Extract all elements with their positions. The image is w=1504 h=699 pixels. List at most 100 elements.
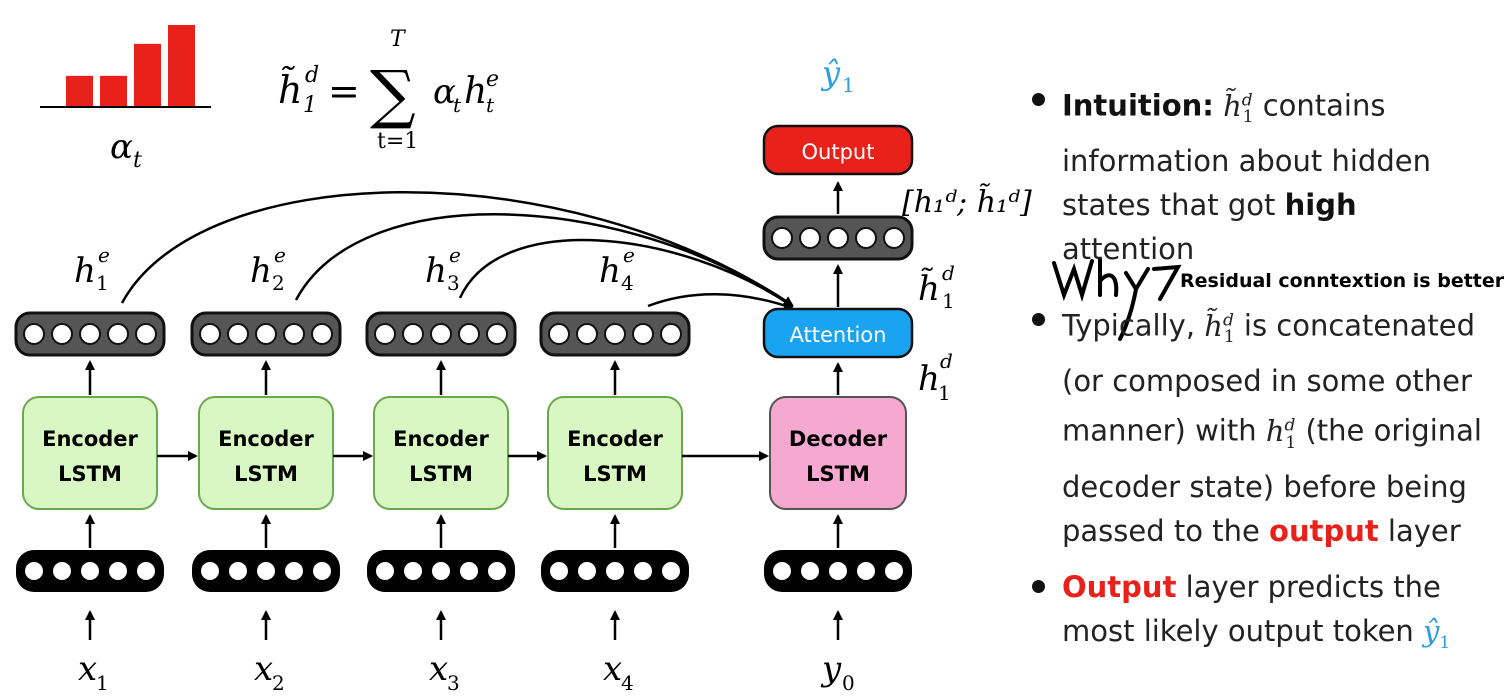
vector-unit: [51, 323, 73, 345]
encoder-lstm-2-line2: LSTM: [234, 462, 298, 486]
encoder-lstm-2-line1: Encoder: [218, 427, 314, 451]
encoder-column-2: h e 2 Encoder LSTM x 2: [190, 243, 342, 695]
encoder-lstm-1-line1: Encoder: [42, 427, 138, 451]
b1-text1: contains information about hidden states…: [1062, 88, 1431, 223]
vector-unit: [51, 560, 73, 582]
attention-weight-bar-1: [66, 75, 93, 107]
hidden-state-h2-sup: e: [274, 243, 286, 267]
concat-label: [h₁ᵈ; h̃₁ᵈ]: [902, 183, 1032, 220]
input-x2-label: x: [254, 649, 273, 689]
hidden-state-h4-sub: 4: [621, 271, 634, 295]
encoder-lstm-box-1: [22, 396, 158, 510]
hidden-state-h1-sub: 1: [96, 271, 109, 295]
vector-unit: [283, 323, 305, 345]
vector-unit: [311, 323, 333, 345]
htilde-sup: d: [942, 261, 955, 285]
encoder-lstm-box-4: [547, 396, 683, 510]
decoder-lstm-box: [769, 396, 907, 510]
vector-unit: [486, 323, 508, 345]
formula-h: h: [464, 71, 487, 112]
output-layer-box: [762, 124, 914, 176]
decoder-lstm-line2: LSTM: [806, 462, 870, 486]
vector-unit: [604, 323, 626, 345]
vector-unit: [402, 323, 424, 345]
formula-alpha-sub: t: [453, 93, 462, 117]
vector-unit: [883, 227, 905, 249]
b2-text2: is concatenated (or composed in some oth…: [1062, 308, 1476, 449]
input-vector-4-units: [548, 560, 682, 582]
input-x2-sub: 2: [272, 671, 285, 695]
attention-weight-bar-4: [168, 25, 195, 107]
vector-unit: [107, 323, 129, 345]
vector-unit: [374, 323, 396, 345]
vector-unit: [883, 560, 905, 582]
hidden-state-h4-sup: e: [623, 243, 635, 267]
vector-unit: [548, 323, 570, 345]
decoder-column: ŷ 1 Output [h₁ᵈ; h̃₁ᵈ] h̃ d 1 Attention …: [762, 54, 1032, 695]
htilde-sub: 1: [942, 289, 955, 313]
vector-unit: [430, 560, 452, 582]
input-vector-2-units: [199, 560, 333, 582]
b1-text2: attention: [1062, 232, 1195, 267]
bullet-dot-icon: [1032, 580, 1045, 593]
bullet-dot-icon: [1032, 313, 1045, 326]
htilde-inline: h̃d1: [1223, 88, 1254, 128]
vector-unit: [255, 560, 277, 582]
bullet-output-layer: Output layer predicts the most likely ou…: [1032, 565, 1482, 665]
input-x4-label: x: [603, 649, 622, 689]
formula-h-sup: e: [486, 67, 499, 92]
formula-h-sub: t: [486, 93, 495, 117]
encoder-lstm-box-2: [198, 396, 334, 510]
attention-arrow-h1: [120, 191, 794, 307]
hidden-vector-2-units: [199, 323, 333, 345]
output-layer-word: Output: [1062, 570, 1177, 604]
vector-unit: [660, 560, 682, 582]
b3-text1: layer predicts the most likely output to…: [1062, 570, 1441, 648]
bullet-intuition: Intuition: h̃d1 contains information abo…: [1032, 78, 1482, 271]
encoder-lstm-4-line2: LSTM: [583, 462, 647, 486]
encoder-columns: h e 1 Encoder LSTM x 1 h e 2 Encoder LS: [14, 243, 691, 695]
attention-box: [762, 307, 914, 359]
vector-unit: [199, 323, 221, 345]
formula-alpha: α: [433, 72, 456, 112]
handwritten-why-annotation: [1052, 257, 1182, 341]
residual-note: Residual conntextion is better: [1180, 270, 1504, 292]
vector-unit: [771, 227, 793, 249]
vector-unit: [799, 227, 821, 249]
input-x1-label: x: [78, 649, 97, 689]
b2-text3: (the original decoder state) before bein…: [1062, 414, 1482, 548]
yhat1-sub: 1: [842, 73, 855, 97]
hidden-state-h2-sub: 2: [272, 271, 285, 295]
h-inline: hd1: [1265, 414, 1297, 453]
input-y0-sub: 0: [842, 671, 855, 695]
vector-unit: [402, 560, 424, 582]
formula-lhs-sup: d: [305, 63, 319, 88]
hidden-state-h3-sub: 3: [447, 271, 460, 295]
vector-unit: [660, 323, 682, 345]
attention-box-label: Attention: [790, 323, 887, 347]
b2-text1: Typically,: [1062, 308, 1205, 343]
vector-unit: [576, 560, 598, 582]
formula-lhs-sub: 1: [303, 93, 317, 118]
concat-vector-units: [771, 227, 905, 249]
vector-unit: [311, 560, 333, 582]
decoder-input-vector-units: [771, 560, 905, 582]
hidden-state-h1-sup: e: [98, 243, 110, 267]
vector-unit: [458, 560, 480, 582]
vector-unit: [283, 560, 305, 582]
input-x3-label: x: [429, 649, 448, 689]
encoder-lstm-1-line2: LSTM: [58, 462, 122, 486]
attention-arrow-h2: [294, 213, 794, 307]
vector-unit: [227, 560, 249, 582]
vector-unit: [107, 560, 129, 582]
vector-unit: [486, 560, 508, 582]
high-word: high: [1284, 188, 1357, 223]
hidden-state-h3-sup: e: [449, 243, 461, 267]
context-formula: h̃ d 1 = ∑ T t=1 α t h e t: [278, 27, 499, 154]
vector-unit: [79, 323, 101, 345]
output-word: output: [1269, 513, 1379, 548]
vector-unit: [771, 560, 793, 582]
vector-unit: [799, 560, 821, 582]
input-x3-sub: 3: [447, 671, 460, 695]
decoder-h-sub: 1: [938, 381, 951, 405]
